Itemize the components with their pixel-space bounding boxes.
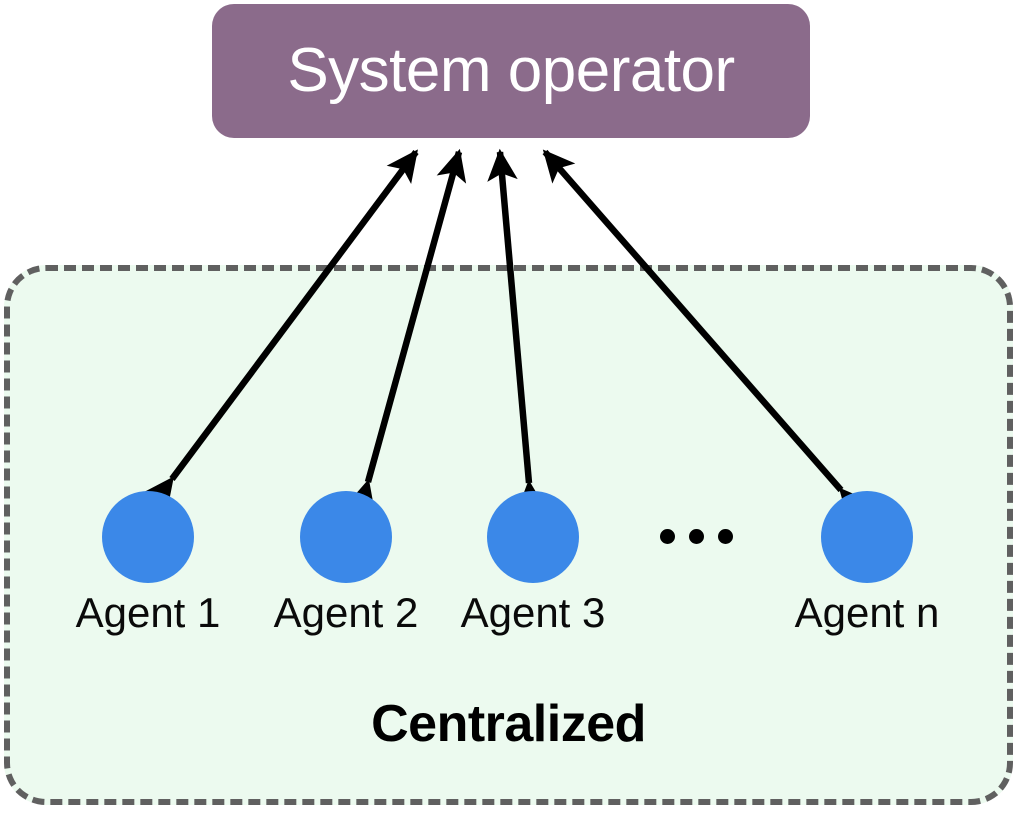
group-caption: Centralized [371,695,646,753]
ellipsis-icon [660,529,733,544]
agent-circle-icon [102,491,194,583]
agent-node-1[interactable]: Agent 1 [68,491,228,635]
system-operator-node[interactable]: System operator [212,4,810,138]
agent-node-2[interactable]: Agent 2 [266,491,426,635]
ellipsis-dot [660,529,675,544]
agent-label-n: Agent n [794,589,940,636]
system-operator-label: System operator [287,36,735,105]
agent-circle-icon [300,491,392,583]
ellipsis-dot [718,529,733,544]
agent-circle-icon [487,491,579,583]
agent-node-n[interactable]: Agent n [787,491,947,635]
ellipsis-dot [689,529,704,544]
agent-circle-icon [821,491,913,583]
agent-label-3: Agent 3 [460,589,606,636]
agent-label-1: Agent 1 [75,589,221,636]
agent-label-2: Agent 2 [273,589,419,636]
agent-node-3[interactable]: Agent 3 [453,491,613,635]
